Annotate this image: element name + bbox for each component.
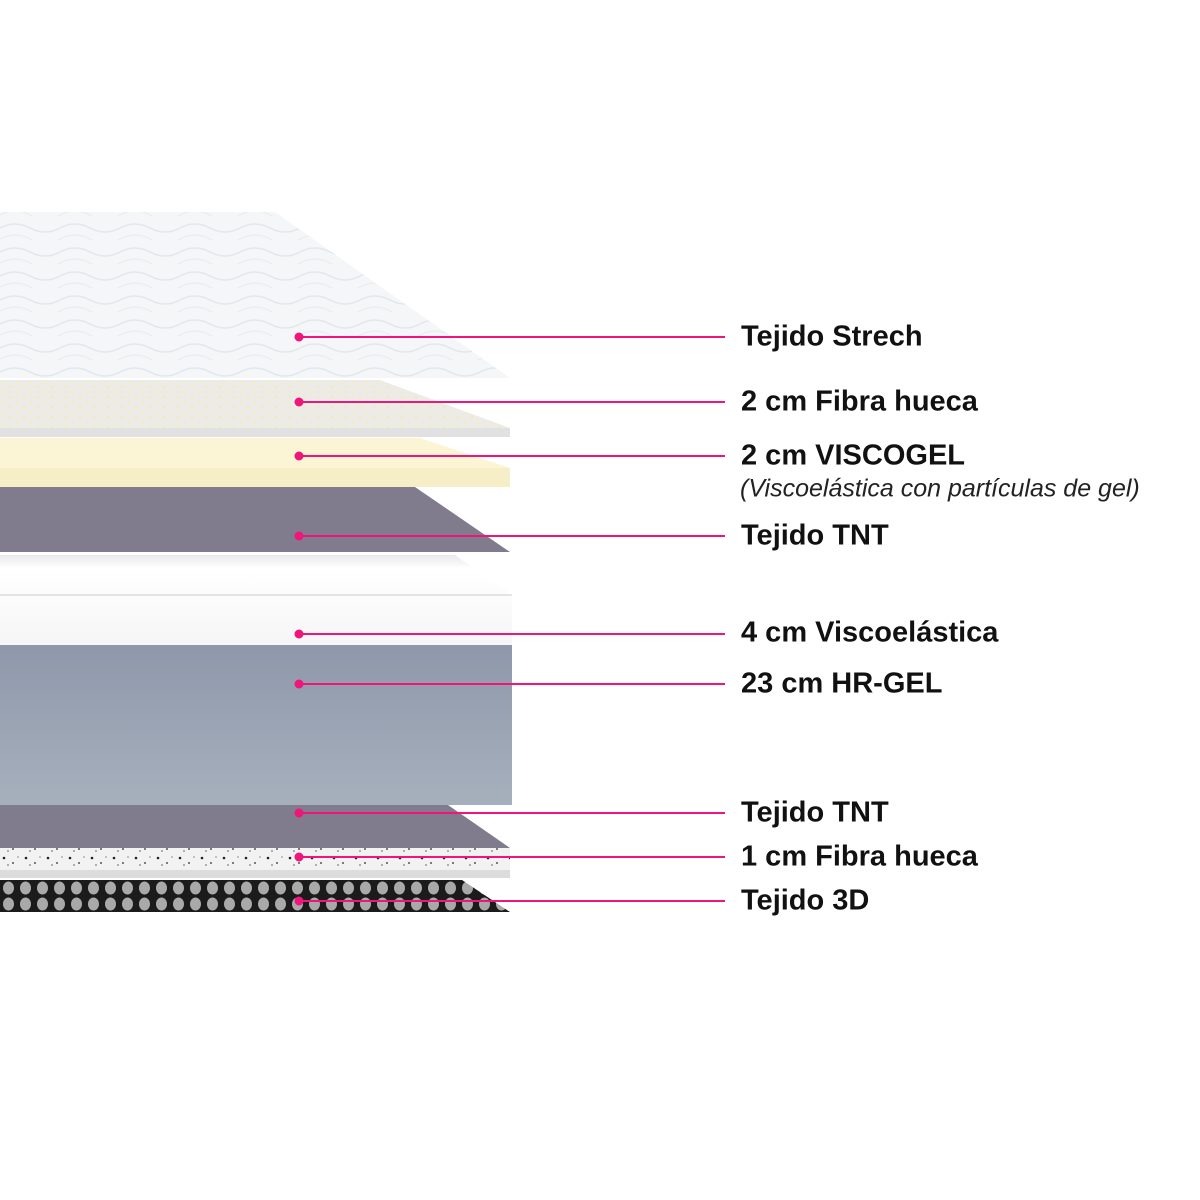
layer-tejido-3d (0, 880, 510, 912)
leader-dot (294, 531, 304, 541)
label-fibra-hueca-1cm: 1 cm Fibra hueca (741, 840, 978, 873)
layer-viscoelastica (0, 555, 512, 645)
label-hr-gel: 23 cm HR-GEL (741, 667, 943, 700)
label-viscogel: 2 cm VISCOGEL (741, 439, 966, 472)
layer-tejido-tnt-bottom (0, 805, 510, 848)
layer-tejido-tnt-top (0, 487, 510, 552)
label-tejido-tnt-top: Tejido TNT (741, 519, 889, 552)
label-tejido-3d: Tejido 3D (741, 884, 870, 917)
label-fibra-hueca-2cm: 2 cm Fibra hueca (741, 385, 978, 418)
layer-fibra-hueca-2cm (0, 380, 510, 437)
leader-dot (294, 451, 304, 461)
leader-dot (294, 808, 304, 818)
leader-dot (294, 629, 304, 639)
label-tejido-tnt-bottom: Tejido TNT (741, 796, 889, 829)
leader-dot (294, 397, 304, 407)
label-viscogel-note: (Viscoelástica con partículas de gel) (740, 474, 1140, 503)
layer-tejido-strech (0, 212, 510, 378)
layer-hr-gel (0, 645, 512, 805)
leader-dot (294, 332, 304, 342)
label-viscoelastica: 4 cm Viscoelástica (741, 616, 999, 649)
leader-dot (294, 896, 304, 906)
leader-dot (294, 852, 304, 862)
leader-dot (294, 679, 304, 689)
label-tejido-strech: Tejido Strech (741, 320, 923, 353)
